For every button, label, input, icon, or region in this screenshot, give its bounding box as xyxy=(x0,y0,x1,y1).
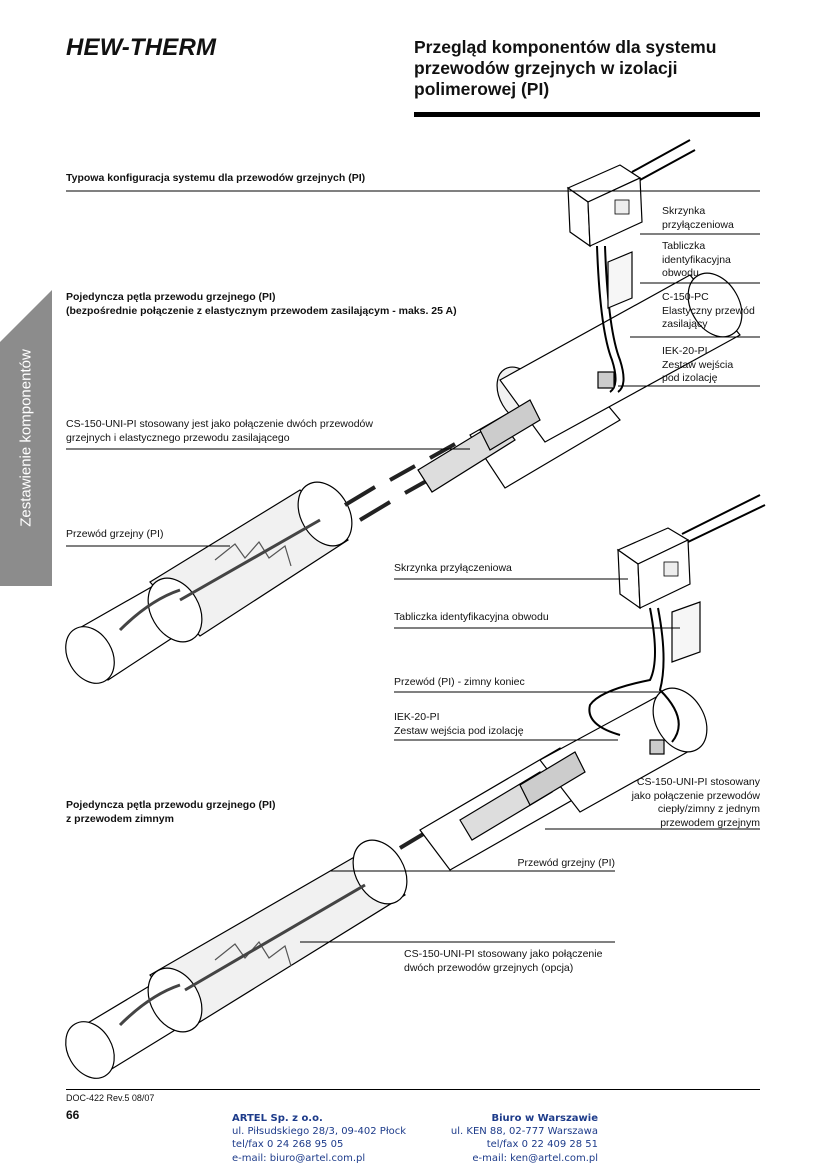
label-line: IEK-20-PI xyxy=(662,345,708,357)
label-line: Skrzynka xyxy=(662,205,706,217)
office-address-plock: ARTEL Sp. z o.o. ul. Piłsudskiego 28/3, … xyxy=(232,1112,406,1165)
diagram1-drawing xyxy=(65,139,743,684)
doc-reference: DOC-422 Rev.5 08/07 xyxy=(66,1093,155,1103)
label-line: zasilający xyxy=(662,318,708,330)
label-splice-1: CS-150-UNI-PI stosowany jest jako połącz… xyxy=(66,418,373,445)
label-line: identyfikacyjna xyxy=(662,253,731,266)
label-heating-cable-2: Przewód grzejny (PI) xyxy=(517,857,615,869)
label-line: przewodem grzejnym xyxy=(660,816,760,829)
label-id-plate-1: Tabliczka identyfikacyjna obwodu xyxy=(662,240,731,281)
label-line: Tabliczka xyxy=(662,240,706,252)
label-line: dwóch przewodów grzejnych (opcja) xyxy=(404,961,574,974)
label-line: obwodu xyxy=(662,267,699,279)
label-cold-end: Przewód (PI) - zimny koniec xyxy=(394,676,525,688)
label-junction-box-2: Skrzynka przyłączeniowa xyxy=(394,562,512,574)
title-line: przewodów grzejnych w izolacji xyxy=(414,58,678,78)
email-line: e-mail: ken@artel.com.pl xyxy=(472,1152,598,1164)
heading-line: Pojedyncza pętla przewodu grzejnego (PI) xyxy=(66,799,276,811)
label-line: CS-150-UNI-PI stosowany xyxy=(636,776,760,788)
heading-line: Pojedyncza pętla przewodu grzejnego (PI) xyxy=(66,291,276,303)
diagram2-drawing xyxy=(65,494,766,1079)
label-id-plate-2: Tabliczka identyfikacyjna obwodu xyxy=(394,611,549,623)
side-tab-label: Zestawienie komponentów xyxy=(17,349,35,527)
label-splice-optional: CS-150-UNI-PI stosowany jako połączenie … xyxy=(404,948,602,975)
label-line: ciepły/zimny z jednym xyxy=(657,803,760,815)
label-line: grzejnych i elastycznego przewodu zasila… xyxy=(66,431,290,444)
heading-line: (bezpośrednie połączenie z elastycznym p… xyxy=(66,304,457,317)
label-line: CS-150-UNI-PI stosowany jest jako połącz… xyxy=(66,418,373,430)
label-entry-kit-2: IEK-20-PI Zestaw wejścia pod izolację xyxy=(394,711,524,738)
office-name: Biuro w Warszawie xyxy=(491,1113,599,1124)
address-line: ul. KEN 88, 02-777 Warszawa xyxy=(450,1126,598,1138)
diagram1-heading: Pojedyncza pętla przewodu grzejnego (PI)… xyxy=(66,291,457,318)
label-splice-2: CS-150-UNI-PI stosowany jako połączenie … xyxy=(560,776,760,830)
label-line: IEK-20-PI xyxy=(394,711,440,723)
phone-line: tel/fax 0 22 409 28 51 xyxy=(486,1139,598,1151)
address-line: ul. Piłsudskiego 28/3, 09-402 Płock xyxy=(232,1126,407,1138)
label-junction-box-1: Skrzynka przyłączeniowa xyxy=(662,205,734,232)
email-line: e-mail: biuro@artel.com.pl xyxy=(232,1152,366,1164)
label-heating-cable-1: Przewód grzejny (PI) xyxy=(66,528,164,540)
title-line: Przegląd komponentów dla systemu xyxy=(414,37,717,57)
label-line: przyłączeniowa xyxy=(662,218,734,231)
label-power-cable: C-150-PC Elastyczny przewód zasilający xyxy=(662,291,755,332)
footer-rule xyxy=(66,1089,760,1090)
office-address-warszawa: Biuro w Warszawie ul. KEN 88, 02-777 War… xyxy=(420,1112,598,1165)
title-underline xyxy=(414,112,760,117)
side-tab-shape xyxy=(0,290,52,586)
page-title: Przegląd komponentów dla systemu przewod… xyxy=(414,37,754,100)
leader-lines xyxy=(66,190,760,943)
heading-line: z przewodem zimnym xyxy=(66,812,174,825)
title-line: polimerowej (PI) xyxy=(414,79,550,99)
label-line: CS-150-UNI-PI stosowany jako połączenie xyxy=(404,948,603,960)
label-line: jako połączenie przewodów xyxy=(631,789,760,802)
label-line: pod izolację xyxy=(662,372,718,384)
diagram2-heading: Pojedyncza pętla przewodu grzejnego (PI)… xyxy=(66,799,275,826)
section-title: Typowa konfiguracja systemu dla przewodó… xyxy=(66,172,366,184)
brand-logo: HEW-THERM xyxy=(66,34,217,61)
label-line: Zestaw wejścia xyxy=(662,358,734,371)
label-entry-kit-1: IEK-20-PI Zestaw wejścia pod izolację xyxy=(662,345,733,386)
company-name: ARTEL Sp. z o.o. xyxy=(232,1113,323,1124)
label-line: Zestaw wejścia pod izolację xyxy=(394,724,524,737)
label-line: Elastyczny przewód xyxy=(662,304,755,317)
phone-line: tel/fax 0 24 268 95 05 xyxy=(232,1139,344,1151)
label-line: C-150-PC xyxy=(662,291,709,303)
page-number: 66 xyxy=(66,1108,80,1122)
